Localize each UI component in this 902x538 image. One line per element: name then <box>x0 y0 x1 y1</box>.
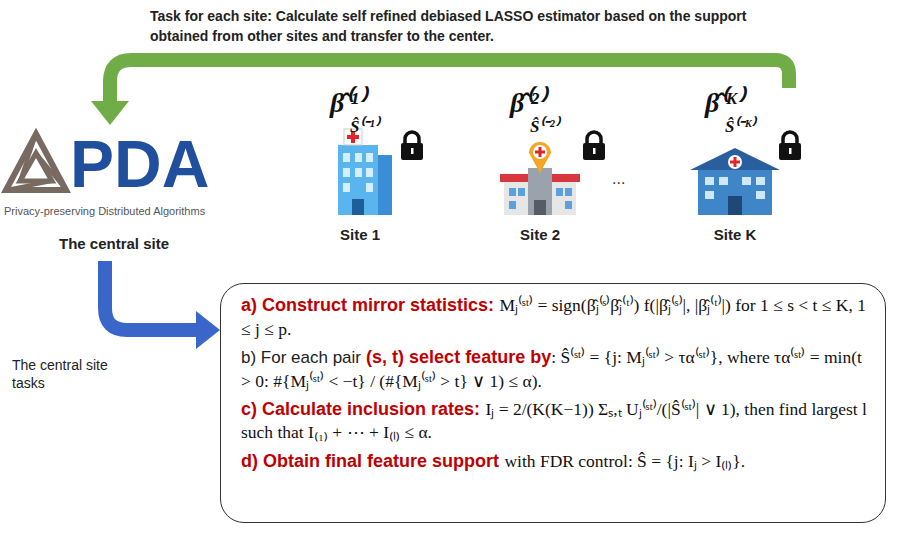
step-formula: with FDR control: Ŝ = {j: Iⱼ > I₍ₗ₎}. <box>504 451 745 471</box>
building-tower <box>528 168 552 215</box>
window <box>343 168 350 177</box>
building-side <box>378 155 392 215</box>
window <box>705 177 714 185</box>
task-item: c) Calculate inclusion rates:Iⱼ = 2/(K(K… <box>241 398 867 445</box>
step-heading: d) Obtain final feature support <box>241 451 499 471</box>
estimator-subscript: Ŝ⁽⁻²⁾ <box>530 118 559 137</box>
central-site: PDA Privacy-preserving Distributed Algori… <box>4 125 240 257</box>
building-body <box>698 170 772 215</box>
hospital-building <box>338 129 392 215</box>
red-cross <box>730 161 740 164</box>
logo-wordmark: PDA <box>70 131 209 197</box>
window <box>509 188 516 196</box>
ellipsis: ... <box>612 170 625 188</box>
step-heading: (s, t) select feature by <box>366 347 551 367</box>
step-text: b) For each pair <box>241 348 361 367</box>
site-name: Site 2 <box>470 226 610 243</box>
door <box>352 199 364 215</box>
step-heading: a) Construct mirror statistics: <box>241 295 494 315</box>
hospital-site: β̂⁽¹⁾Ŝ⁽⁻¹⁾ Site 1 <box>290 88 430 248</box>
title-text: Task for each site: Calculate self refin… <box>150 6 800 46</box>
door <box>728 196 742 215</box>
window <box>366 168 373 177</box>
task-item: a) Construct mirror statistics:Mⱼ⁽ˢᵗ⁾ = … <box>241 294 867 341</box>
window <box>719 177 728 185</box>
hospital-site: β̂⁽ᴷ⁾Ŝ⁽⁻ᴷ⁾ Site K <box>665 88 805 248</box>
window <box>518 188 525 196</box>
site-name: Site K <box>665 226 805 243</box>
connector-line <box>110 60 789 103</box>
pda-logo <box>6 134 66 190</box>
hospital-site: β̂⁽²⁾Ŝ⁽⁻²⁾ Site 2 <box>470 88 610 248</box>
red-cross <box>535 151 545 154</box>
window <box>509 201 516 209</box>
connector <box>105 261 220 349</box>
task-item: d) Obtain final feature supportwith FDR … <box>241 450 867 474</box>
estimator-subscript: Ŝ⁽⁻¹⁾ <box>350 118 379 137</box>
door <box>534 200 546 215</box>
window <box>355 153 362 162</box>
window <box>556 188 563 196</box>
estimator-subscript: Ŝ⁽⁻ᴷ⁾ <box>725 118 755 137</box>
site-name: Site 1 <box>290 226 430 243</box>
connector <box>91 60 789 125</box>
task-item: b) For each pair (s, t) select feature by… <box>241 346 867 393</box>
window <box>343 153 350 162</box>
connector-line <box>105 261 198 330</box>
logo-tagline: Privacy-preserving Distributed Algorithm… <box>4 205 205 217</box>
window <box>756 177 765 185</box>
window <box>756 191 765 199</box>
map-pin <box>529 142 551 173</box>
lock-icon <box>779 132 801 160</box>
estimator-symbol: β̂⁽ᴷ⁾ <box>705 88 743 119</box>
cross-sign <box>728 155 742 169</box>
window <box>742 177 751 185</box>
window <box>366 183 373 192</box>
window <box>705 191 714 199</box>
window <box>343 183 350 192</box>
task-panel: a) Construct mirror statistics:Mⱼ⁽ˢᵗ⁾ = … <box>220 283 886 523</box>
window <box>355 168 362 177</box>
building-roof <box>690 148 780 170</box>
hospital-building <box>690 148 780 215</box>
step-heading: c) Calculate inclusion rates: <box>241 399 480 419</box>
site-name: The central site <box>59 235 169 252</box>
connector-label: The central site tasks <box>12 356 116 392</box>
arrowhead <box>91 101 129 125</box>
estimator-symbol: β̂⁽²⁾ <box>510 88 545 119</box>
window <box>565 188 572 196</box>
arrowhead <box>196 311 220 349</box>
logo-twist <box>6 134 66 190</box>
window <box>565 201 572 209</box>
pin-center <box>533 145 547 159</box>
hospital-building <box>500 142 580 215</box>
estimator-symbol: β̂⁽¹⁾ <box>330 88 365 119</box>
building-body <box>338 145 378 215</box>
logo-outer-triangle <box>6 134 66 190</box>
window <box>366 153 373 162</box>
lock-icon <box>401 132 423 160</box>
lock-icon <box>583 132 605 160</box>
